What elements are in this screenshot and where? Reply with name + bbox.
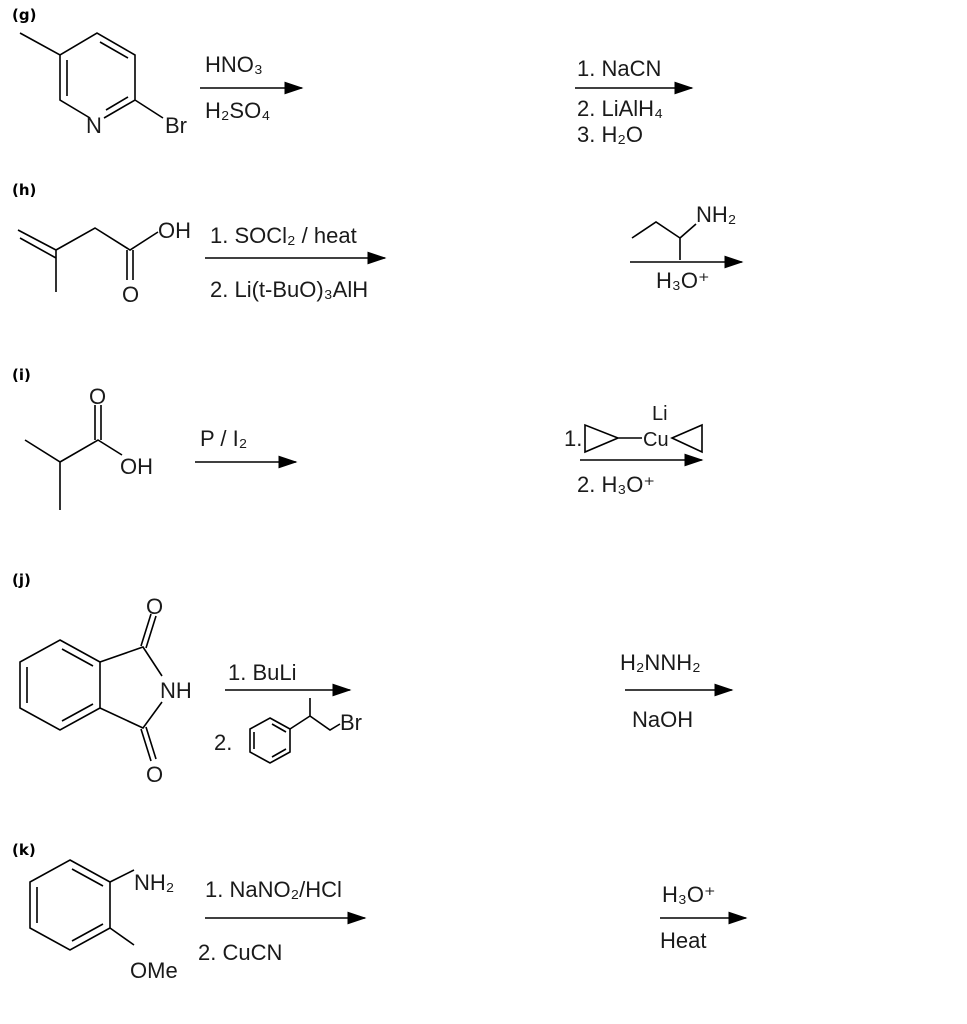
reagent-line1: 1. NaCN	[577, 56, 661, 81]
atom-o-top: O	[146, 594, 163, 619]
bromo-methylpyridine-structure: N Br	[19, 32, 187, 138]
reagent-top: P / I₂	[200, 426, 247, 451]
reagent-line2: 2. LiAlH₄	[577, 96, 663, 121]
atom-cu: Cu	[643, 429, 669, 451]
reagent-bottom: H₃O⁺	[656, 268, 710, 293]
methylbutenoic-acid-structure: OH O	[17, 218, 191, 307]
problem-label: (i)	[12, 366, 31, 384]
atom-nh2: NH₂	[696, 202, 736, 227]
reagent-top: H₂NNH₂	[620, 650, 701, 675]
methoxyaniline-structure: NH₂ OMe	[29, 859, 178, 983]
bromo-phenylpropane-structure: Br	[249, 698, 362, 764]
step-number: 1.	[564, 426, 582, 451]
atom-nh2: NH₂	[134, 870, 174, 895]
reagent-bottom: NaOH	[632, 707, 693, 732]
reagent-line3: 3. H₂O	[577, 122, 643, 147]
problem-h: (h) OH O 1. SOCl₂ / heat 2. Li(t-BuO)₃Al…	[12, 181, 744, 307]
atom-oh: OH	[120, 454, 153, 479]
reagent-bottom: 2. Li(t-BuO)₃AlH	[210, 277, 368, 302]
lithium-dicyclopropylcuprate-structure: Li Cu	[584, 403, 703, 454]
reagent-bottom: 2. CuCN	[198, 940, 282, 965]
isobutyric-acid-structure: O OH	[24, 384, 153, 510]
reagent-top: H₃O⁺	[662, 882, 716, 907]
atom-br: Br	[340, 710, 362, 735]
atom-o: O	[122, 282, 139, 307]
reagent-top: 1. SOCl₂ / heat	[210, 223, 357, 248]
atom-br: Br	[165, 113, 187, 138]
phthalimide-structure: O NH O	[19, 594, 192, 787]
sec-butylamine-structure: NH₂	[631, 202, 736, 260]
atom-n: N	[86, 113, 102, 138]
atom-li: Li	[652, 403, 668, 425]
atom-o: O	[89, 384, 106, 409]
problem-label: (j)	[12, 571, 31, 589]
atom-oh: OH	[158, 218, 191, 243]
reagent-bottom: H₂SO₄	[205, 98, 270, 123]
atom-o-bottom: O	[146, 762, 163, 787]
reagent-bottom: Heat	[660, 928, 706, 953]
problem-label: (k)	[12, 841, 36, 859]
atom-nh: NH	[160, 678, 192, 703]
problem-label: (h)	[12, 181, 36, 199]
reagent-top: 1. BuLi	[228, 660, 297, 685]
problem-i: (i) O OH P / I₂ 1. Li Cu 2. H₃O⁺	[12, 366, 704, 510]
reagent-top: 1. NaNO₂/HCl	[205, 877, 342, 902]
problem-g: (g) N Br HNO₃ H₂SO₄ 1. NaCN 2. LiAlH₄ 3.…	[12, 6, 694, 147]
problem-k: (k) NH₂ OMe 1. NaNO₂/HCl 2. CuCN H₃O⁺ He…	[12, 841, 748, 983]
step-number: 2.	[214, 730, 232, 755]
atom-ome: OMe	[130, 958, 178, 983]
problem-label: (g)	[12, 6, 36, 24]
reagent-bottom: 2. H₃O⁺	[577, 472, 655, 497]
reagent-top: HNO₃	[205, 52, 263, 77]
problem-j: (j) O NH O 1. BuLi 2. Br H₂NNH₂ NaOH	[12, 571, 734, 787]
